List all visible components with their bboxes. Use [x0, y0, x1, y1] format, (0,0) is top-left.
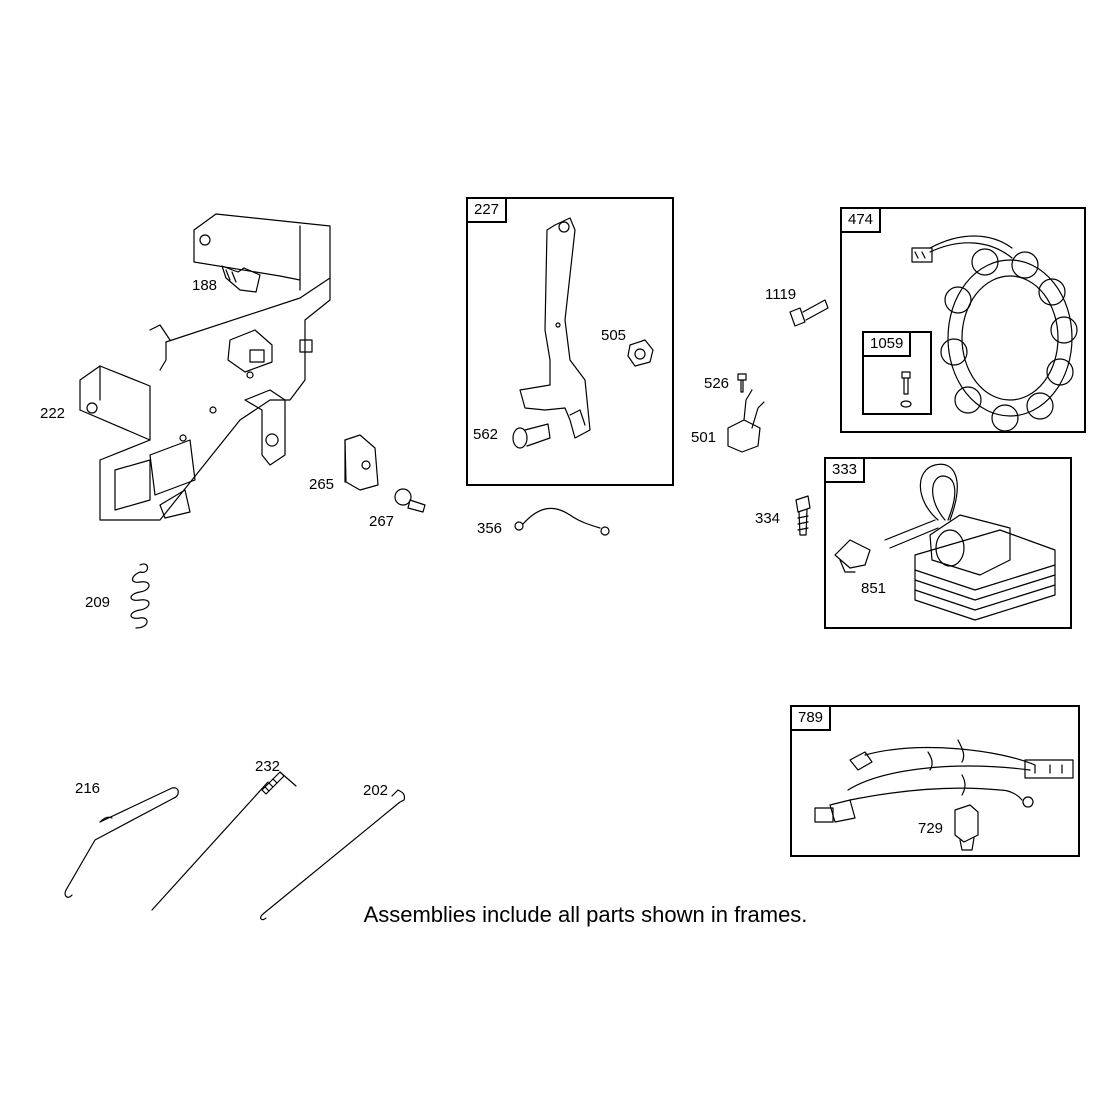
- frame-474-tag: 474: [840, 207, 882, 233]
- part-label-209: 209: [85, 594, 111, 611]
- frame-789-tag: 789: [790, 705, 832, 731]
- part-label-562: 562: [473, 426, 499, 443]
- bolt-188-drawing: [222, 266, 260, 292]
- part-label-729: 729: [918, 820, 944, 837]
- part-label-851: 851: [861, 580, 887, 597]
- control-bracket-drawing: [80, 214, 330, 520]
- part-label-267: 267: [369, 513, 395, 530]
- part-label-526: 526: [704, 375, 730, 392]
- part-label-265: 265: [309, 476, 335, 493]
- part-label-501: 501: [691, 429, 717, 446]
- frame-474: 474: [840, 207, 1086, 433]
- screw-562-drawing: [513, 424, 550, 448]
- bolt-1119-drawing: [790, 300, 828, 326]
- alternator-stator-drawing: [912, 236, 1077, 431]
- wiring-harness-drawing: [815, 740, 1073, 850]
- link-rod-202-drawing: [261, 790, 405, 920]
- part-label-356: 356: [477, 520, 503, 537]
- part-label-202: 202: [363, 782, 389, 799]
- part-label-222: 222: [40, 405, 66, 422]
- frame-1059-tag: 1059: [862, 331, 912, 357]
- frame-227: 227: [466, 197, 674, 486]
- clip-265-drawing: [345, 435, 378, 490]
- screw-334-drawing: [796, 496, 810, 535]
- assemblies-caption: Assemblies include all parts shown in fr…: [363, 902, 808, 927]
- part-label-232: 232: [255, 758, 281, 775]
- frame-789: 789: [790, 705, 1080, 857]
- part-label-188: 188: [192, 277, 218, 294]
- screw-526-drawing: [738, 374, 746, 392]
- frame-333-tag: 333: [824, 457, 866, 483]
- ground-wire-356-drawing: [515, 508, 609, 535]
- part-label-334: 334: [755, 510, 781, 527]
- nut-505-drawing: [628, 340, 653, 366]
- part-label-216: 216: [75, 780, 101, 797]
- governor-lever-drawing: [520, 218, 590, 438]
- frame-333: 333: [824, 457, 1072, 629]
- spring-209-drawing: [131, 564, 149, 628]
- screw-1059-drawing: [901, 372, 911, 407]
- part-label-1119: 1119: [765, 286, 797, 303]
- link-rod-216-drawing: [65, 788, 178, 898]
- frame-227-tag: 227: [466, 197, 508, 223]
- spring-cable-232-drawing: [152, 772, 296, 910]
- frame-1059: 1059: [862, 331, 932, 415]
- diode-501-drawing: [728, 390, 764, 452]
- screw-267-drawing: [395, 489, 425, 512]
- part-label-505: 505: [601, 327, 627, 344]
- armature-coil-drawing: [835, 464, 1055, 620]
